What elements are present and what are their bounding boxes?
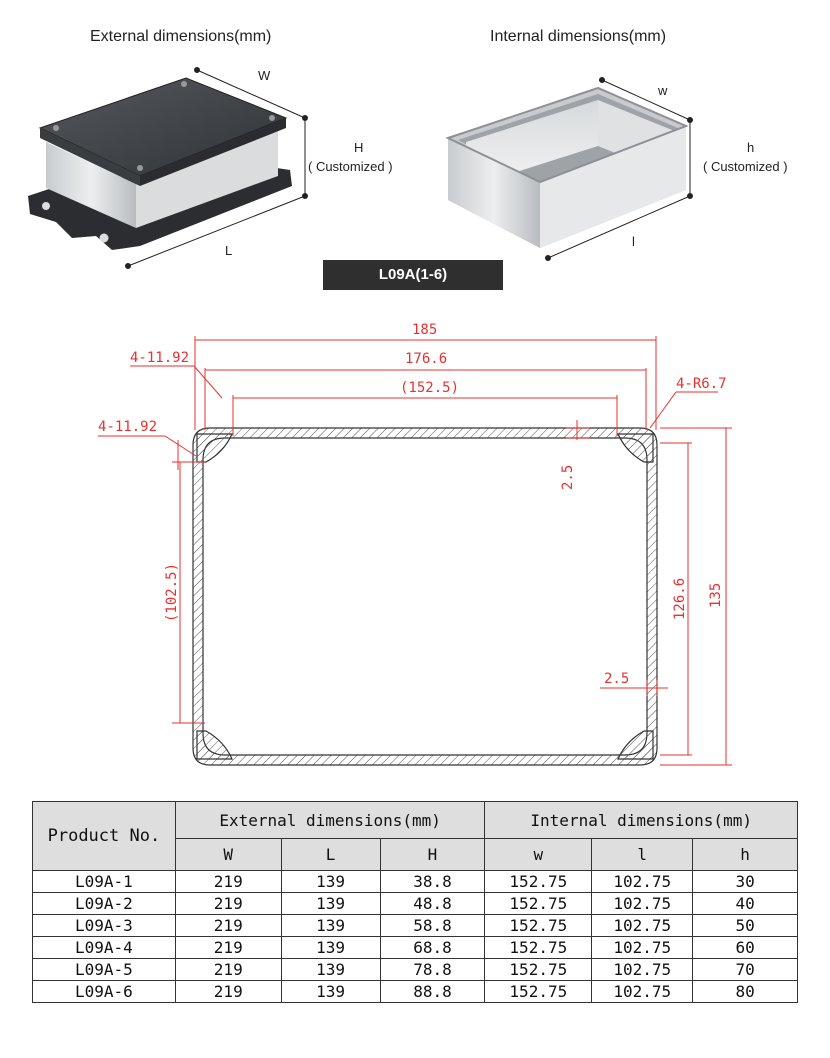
- internal-dimensions-header: Internal dimensions(mm): [484, 801, 798, 839]
- table-cell: 48.8: [379, 892, 486, 915]
- external-dimensions-header: External dimensions(mm): [174, 801, 486, 839]
- dim-2-5-right: 2.5: [604, 671, 629, 687]
- table-cell: 50: [692, 914, 798, 937]
- table-cell: 68.8: [379, 936, 486, 959]
- table-cell: 219: [174, 892, 282, 915]
- dim-126-6: 126.6: [672, 578, 688, 620]
- table-cell: 102.75: [591, 980, 694, 1003]
- internal-dimensions-caption: Internal dimensions(mm): [490, 28, 667, 45]
- table-cell: 102.75: [591, 914, 694, 937]
- table-cell: 102.75: [591, 936, 694, 959]
- table-cell: L09A-3: [32, 914, 176, 937]
- dimensions-table: Product No. External dimensions(mm) Inte…: [32, 801, 798, 1003]
- external-l-label: L: [225, 243, 233, 258]
- table-cell: L09A-5: [32, 958, 176, 981]
- table-row: L09A-3 219 139 58.8 152.75 102.75 50: [32, 914, 798, 937]
- table-cell: 60: [692, 936, 798, 959]
- table-cell: L09A-4: [32, 936, 176, 959]
- table-cell: 219: [174, 936, 282, 959]
- table-cell: 219: [174, 958, 282, 981]
- col-header-W: W: [174, 838, 282, 871]
- dim-152-5: (152.5): [400, 380, 459, 396]
- table-cell: L09A-2: [32, 892, 176, 915]
- table-cell: 152.75: [484, 892, 593, 915]
- product-no-header: Product No.: [32, 801, 176, 871]
- dim-176-6: 176.6: [405, 351, 447, 367]
- table-cell: 139: [280, 936, 381, 959]
- col-header-L: L: [280, 838, 381, 871]
- table-cell: 139: [280, 892, 381, 915]
- table-cell: 152.75: [484, 870, 593, 893]
- table-cell: 139: [280, 914, 381, 937]
- table-row: L09A-2 219 139 48.8 152.75 102.75 40: [32, 892, 798, 915]
- internal-h-note: ( Customized ): [703, 159, 788, 174]
- table-cell: L09A-1: [32, 870, 176, 893]
- dim-4-11-92-top: 4-11.92: [130, 350, 189, 366]
- dim-185: 185: [412, 322, 437, 338]
- table-cell: 80: [692, 980, 798, 1003]
- internal-dimension-lines: [545, 77, 693, 261]
- table-cell: 219: [174, 980, 282, 1003]
- external-dimensions-caption: External dimensions(mm): [90, 28, 272, 45]
- dim-2-5-top: 2.5: [560, 465, 576, 490]
- col-header-H: H: [379, 838, 486, 871]
- external-w-label: W: [258, 68, 271, 83]
- table-cell: 58.8: [379, 914, 486, 937]
- internal-h-label: h: [747, 140, 755, 155]
- table-cell: 139: [280, 980, 381, 1003]
- table-cell: 152.75: [484, 980, 593, 1003]
- table-row: L09A-1 219 139 38.8 152.75 102.75 30: [32, 870, 798, 893]
- dim-4-11-92-left: 4-11.92: [98, 419, 157, 435]
- frame-profile: [192, 427, 658, 766]
- table-cell: 102.75: [591, 958, 694, 981]
- internal-l-label: l: [632, 234, 635, 249]
- table-cell: 40: [692, 892, 798, 915]
- col-header-h: h: [692, 838, 798, 871]
- table-row: L09A-5 219 139 78.8 152.75 102.75 70: [32, 958, 798, 981]
- table-cell: 139: [280, 870, 381, 893]
- internal-frame-image: [445, 86, 689, 248]
- external-h-label: H: [354, 140, 364, 155]
- dim-4-r6-7: 4-R6.7: [676, 376, 727, 392]
- col-header-w: w: [484, 838, 593, 871]
- table-cell: 30: [692, 870, 798, 893]
- dimension-lines: [98, 336, 732, 766]
- table-cell: 38.8: [379, 870, 486, 893]
- table-row: L09A-6 219 139 88.8 152.75 102.75 80: [32, 980, 798, 1003]
- table-cell: 139: [280, 958, 381, 981]
- corner-bosses: [196, 433, 654, 760]
- table-cell: L09A-6: [32, 980, 176, 1003]
- internal-w-label: w: [658, 83, 668, 98]
- col-header-l: l: [591, 838, 694, 871]
- table-cell: 152.75: [484, 958, 593, 981]
- product-illustrations: [28, 67, 693, 269]
- table-cell: 152.75: [484, 914, 593, 937]
- dim-102-5: (102.5): [164, 563, 180, 622]
- table-cell: 102.75: [591, 870, 694, 893]
- table-cell: 152.75: [484, 936, 593, 959]
- external-dimension-lines: [125, 67, 308, 269]
- table-cell: 78.8: [379, 958, 486, 981]
- external-enclosure-image: [28, 77, 292, 250]
- table-cell: 102.75: [591, 892, 694, 915]
- table-cell: 219: [174, 914, 282, 937]
- table-cell: 219: [174, 870, 282, 893]
- table-row: L09A-4 219 139 68.8 152.75 102.75 60: [32, 936, 798, 959]
- external-h-note: ( Customized ): [308, 159, 393, 174]
- table-cell: 70: [692, 958, 798, 981]
- model-badge: L09A(1-6): [323, 260, 503, 290]
- dim-135: 135: [708, 583, 724, 608]
- table-cell: 88.8: [379, 980, 486, 1003]
